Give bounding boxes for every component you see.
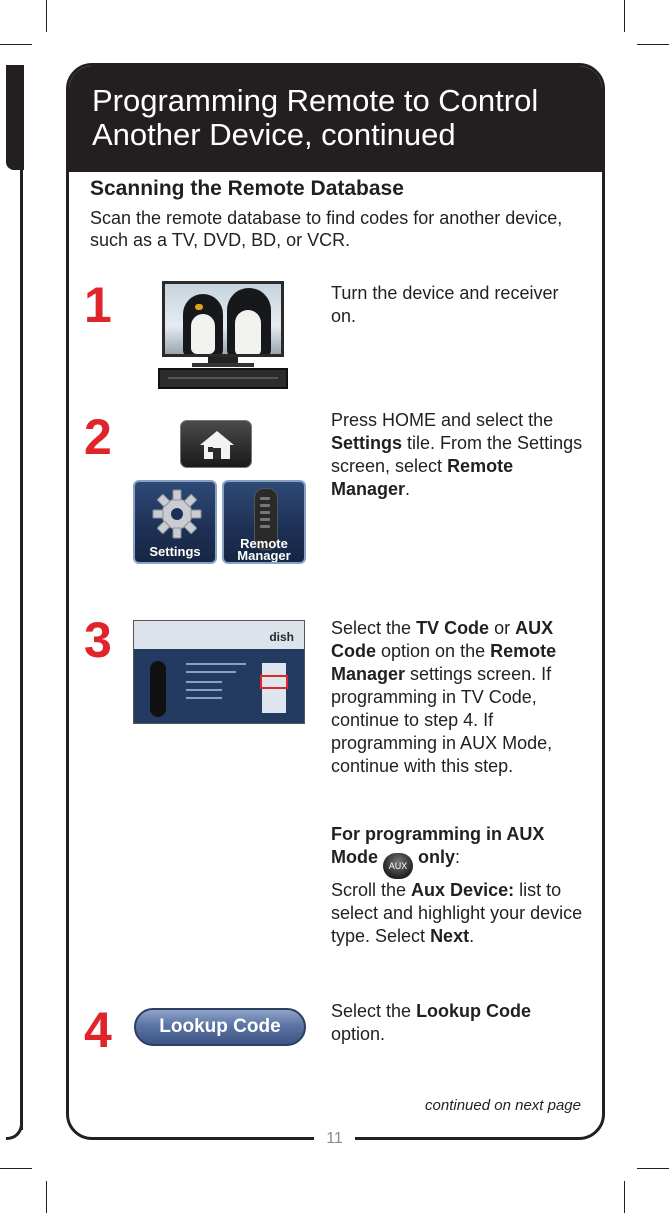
section-intro: Scan the remote database to find codes f… xyxy=(90,208,563,250)
crop-mark xyxy=(637,44,669,45)
settings-tile: Settings xyxy=(133,480,217,564)
remote-manager-screenshot: dish xyxy=(133,620,305,724)
crop-mark xyxy=(0,44,32,45)
settings-tile-label: Settings xyxy=(149,544,201,559)
tv-image xyxy=(158,281,288,391)
dish-logo: dish xyxy=(269,630,294,644)
page-number: 11 xyxy=(0,1130,669,1148)
content-panel: Programming Remote to Control Another De… xyxy=(66,63,605,1140)
title-line-2: Another Device, continued xyxy=(92,117,456,152)
receiver-image xyxy=(158,368,288,389)
lookup-code-button: Lookup Code xyxy=(134,1008,306,1046)
page-header: Programming Remote to Control Another De… xyxy=(69,66,602,172)
step-number: 1 xyxy=(84,277,112,333)
remote-tile-label-1: Remote xyxy=(240,536,288,551)
remote-tile-label-2: Manager xyxy=(237,548,291,563)
step-1-text: Turn the device and receiver on. xyxy=(331,283,559,326)
step-3-text: Select the TV Code or AUX Code option on… xyxy=(331,618,557,776)
step-number: 3 xyxy=(84,612,112,668)
home-button xyxy=(180,420,252,468)
crop-mark xyxy=(0,1168,32,1169)
crop-mark xyxy=(624,0,625,32)
remote-manager-tile: Remote Manager xyxy=(222,480,306,564)
highlight-box xyxy=(260,675,288,689)
title-line-1: Programming Remote to Control xyxy=(92,83,539,118)
aux-mode-note: For programming in AUX Mode AUX only:Scr… xyxy=(331,824,583,946)
crop-mark xyxy=(46,1181,47,1213)
aux-button-icon: AUX xyxy=(383,853,414,879)
section-title: Scanning the Remote Database xyxy=(90,177,404,200)
gear-icon xyxy=(152,489,202,539)
remote-icon xyxy=(254,488,278,550)
step-2-text: Press HOME and select the Settings tile.… xyxy=(331,410,583,499)
crop-mark xyxy=(46,0,47,32)
section-tab xyxy=(6,65,24,170)
step-4-text: Select the Lookup Code option. xyxy=(331,1001,532,1044)
step-number: 2 xyxy=(84,409,112,465)
home-icon xyxy=(200,431,234,459)
side-rule xyxy=(20,170,23,1130)
page-title: Programming Remote to Control Another De… xyxy=(92,84,538,152)
step-number: 4 xyxy=(84,1002,112,1058)
continued-note: continued on next page xyxy=(425,1097,581,1114)
crop-mark xyxy=(637,1168,669,1169)
crop-mark xyxy=(624,1181,625,1213)
